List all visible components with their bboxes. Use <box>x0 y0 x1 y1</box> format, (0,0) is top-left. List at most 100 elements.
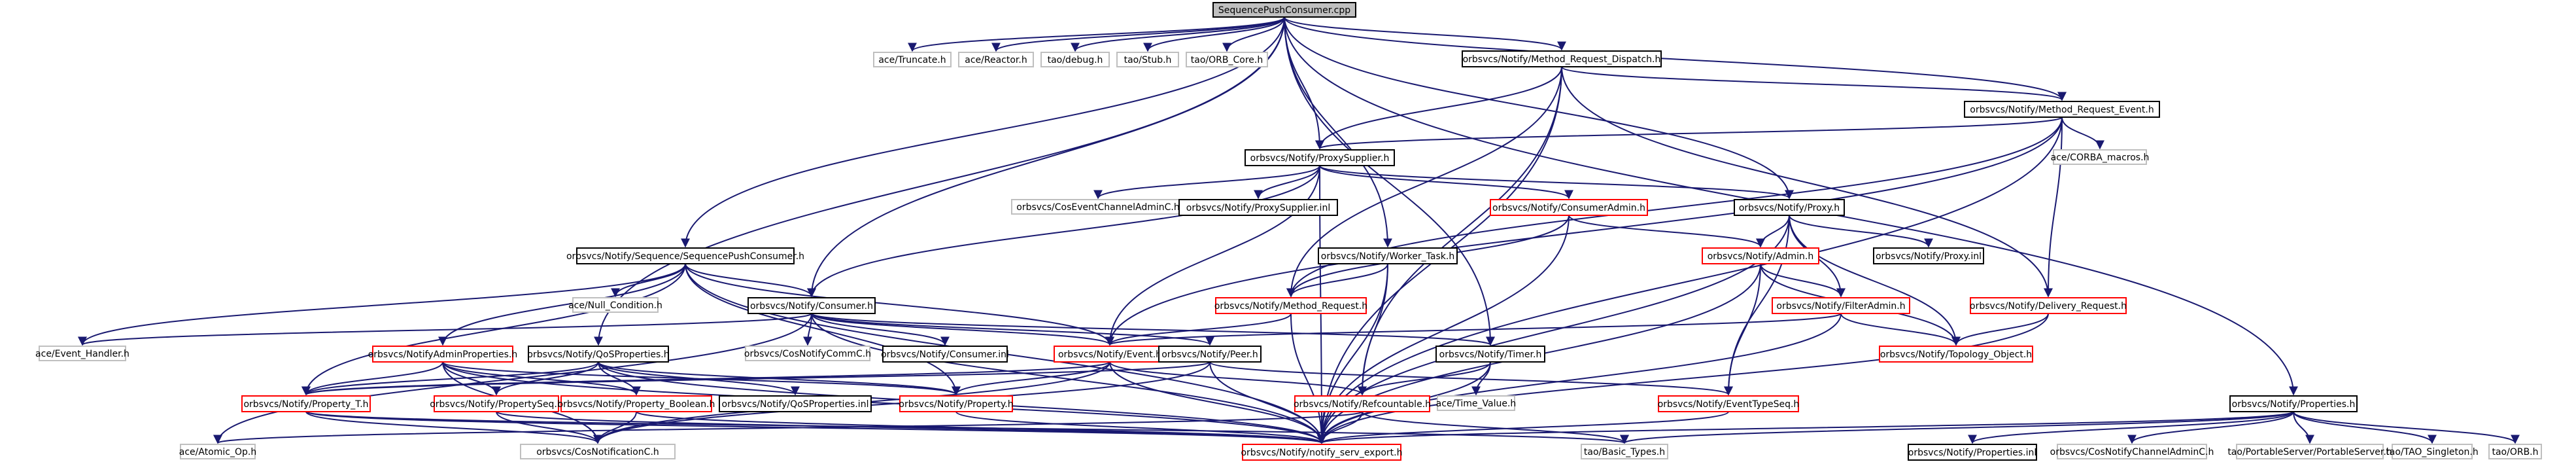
node-orbsvcs-notify-method-request-event-h[interactable]: orbsvcs/Notify/Method_Request_Event.h <box>1964 101 2160 118</box>
node-orbsvcs-notify-method-request-dispatch-h[interactable]: orbsvcs/Notify/Method_Request_Dispatch.h <box>1462 50 1662 67</box>
node-orbsvcs-notify-consumeradmin-h[interactable]: orbsvcs/Notify/ConsumerAdmin.h <box>1490 199 1648 216</box>
edge-propertyseq-to-servexport <box>496 411 1326 444</box>
node-orbsvcs-notify-eventtypeseq-h[interactable]: orbsvcs/Notify/EventTypeSeq.h <box>1658 395 1800 412</box>
node-orbsvcs-notify-proxy-inl[interactable]: orbsvcs/Notify/Proxy.inl <box>1873 247 1984 264</box>
edge-qosprops-to-propertyt <box>301 361 599 396</box>
node-orbsvcs-notify-proxysupplier-h[interactable]: orbsvcs/Notify/ProxySupplier.h <box>1245 149 1395 166</box>
node-label: orbsvcs/Notify/Method_Request_Dispatch.h <box>1463 54 1661 65</box>
node-ace-event-handler-h: ace/Event_Handler.h <box>35 346 129 361</box>
node-box <box>899 395 1013 412</box>
node-box <box>1462 50 1662 67</box>
node-label: tao/PortableServer/PortableServer.h <box>2227 447 2392 457</box>
node-orbsvcs-notify-properties-h[interactable]: orbsvcs/Notify/Properties.h <box>2229 395 2358 412</box>
edge-consumer-to-consumerinl <box>811 313 950 346</box>
node-label: ace/Event_Handler.h <box>35 349 129 359</box>
node-orbsvcs-notify-peer-h[interactable]: orbsvcs/Notify/Peer.h <box>1158 346 1262 363</box>
node-box <box>39 346 126 361</box>
edge-proxy-to-topologyobject <box>1789 215 1961 346</box>
edge-qosprops-to-propertyboolean <box>598 361 641 396</box>
edge-consumer-to-eventhandler <box>78 313 812 346</box>
node-orbsvcs-notify-consumer-h[interactable]: orbsvcs/Notify/Consumer.h <box>747 297 876 314</box>
node-ace-truncate-h: ace/Truncate.h <box>873 52 952 67</box>
edge-consumer-to-atomicop <box>213 313 812 444</box>
edge-seqpushconsumer-to-property <box>685 263 961 396</box>
node-label: orbsvcs/CosNotifyChannelAdminC.h <box>2050 447 2214 457</box>
edge-propertyboolean-to-cosnotification <box>593 411 637 444</box>
node-orbsvcs-notify-timer-h[interactable]: orbsvcs/Notify/Timer.h <box>1435 346 1545 363</box>
node-orbsvcs-coseventchanneladminc-h: orbsvcs/CosEventChannelAdminC.h <box>1011 199 1185 215</box>
edge-mrd-to-deliveryrequest <box>1561 66 2053 298</box>
node-orbsvcs-notify-filteradmin-h[interactable]: orbsvcs/Notify/FilterAdmin.h <box>1772 297 1910 314</box>
node-box <box>241 395 371 412</box>
node-orbsvcs-notify-consumer-inl[interactable]: orbsvcs/Notify/Consumer.inl <box>881 346 1009 363</box>
edge-proxysupplier-to-event <box>1105 165 1320 346</box>
node-orbsvcs-notify-notify-serv-export-h[interactable]: orbsvcs/Notify/notify_serv_export.h <box>1241 444 1403 461</box>
node-label: orbsvcs/Notify/Topology_Object.h <box>1880 349 2032 360</box>
node-box <box>1318 247 1458 264</box>
edge-mrd-to-mre <box>1561 66 2067 101</box>
node-box <box>1294 395 1430 412</box>
node-orbsvcs-notify-worker-task-h[interactable]: orbsvcs/Notify/Worker_Task.h <box>1318 247 1458 264</box>
node-label: orbsvcs/Notify/Proxy.inl <box>1876 251 1982 262</box>
node-orbsvcs-notifyadminproperties-h[interactable]: orbsvcs/NotifyAdminProperties.h <box>368 346 518 363</box>
node-orbsvcs-notify-event-h[interactable]: orbsvcs/Notify/Event.h <box>1054 346 1166 363</box>
node-box <box>1702 247 1819 264</box>
node-orbsvcs-notify-sequence-sequencepushconsumer-h[interactable]: orbsvcs/Notify/Sequence/SequencePushCons… <box>566 247 804 264</box>
node-box <box>719 395 872 412</box>
edge-root-to-proxysupplier <box>1284 16 1324 150</box>
node-sequencepushconsumer-cpp[interactable]: SequencePushConsumer.cpp <box>1212 2 1356 18</box>
node-box <box>2236 444 2384 459</box>
node-box <box>528 346 669 363</box>
edge-root-to-reactor <box>991 16 1285 52</box>
node-orbsvcs-notify-proxysupplier-inl[interactable]: orbsvcs/Notify/ProxySupplier.inl <box>1178 199 1338 216</box>
edge-peer-to-propertyt <box>301 361 1211 396</box>
edge-propertyseq-to-cosnotification <box>496 411 602 444</box>
node-box <box>1581 444 1668 459</box>
node-box <box>1212 2 1356 18</box>
node-box <box>1178 199 1338 216</box>
node-orbsvcs-notify-property-h[interactable]: orbsvcs/Notify/Property.h <box>899 395 1014 412</box>
edge-properties-to-cosnotifychanneladmin <box>2127 411 2294 444</box>
node-box <box>2488 444 2542 459</box>
node-ace-corba-macros-h: ace/CORBA_macros.h <box>2051 149 2149 165</box>
node-label: orbsvcs/Notify/QoSProperties.inl <box>722 399 869 410</box>
node-label: orbsvcs/Notify/Event.h <box>1058 349 1161 360</box>
edge-seqpushconsumer-to-adminprops <box>438 263 686 346</box>
edge-consumer-to-timer <box>811 313 1495 346</box>
node-orbsvcs-notify-properties-inl[interactable]: orbsvcs/Notify/Properties.inl <box>1908 444 2037 461</box>
node-label: orbsvcs/Notify/Admin.h <box>1708 251 1814 262</box>
node-orbsvcs-notify-delivery-request-h[interactable]: orbsvcs/Notify/Delivery_Request.h <box>1970 297 2127 314</box>
edge-mrd-to-proxysupplier <box>1315 66 1562 150</box>
edge-event-to-property <box>952 361 1110 396</box>
edge-admin-to-filteradmin <box>1760 263 1846 298</box>
edge-propertyboolean-to-servexport <box>636 411 1326 444</box>
edge-adminprops-to-propertyt <box>301 361 443 396</box>
node-label: orbsvcs/Notify/Property_Boolean.h <box>558 399 715 410</box>
node-orbsvcs-notify-property-boolean-h[interactable]: orbsvcs/Notify/Property_Boolean.h <box>558 395 715 412</box>
node-orbsvcs-notify-qosproperties-h[interactable]: orbsvcs/Notify/QoSProperties.h <box>527 346 670 363</box>
node-box <box>2392 444 2473 459</box>
edge-timer-to-refcountable <box>1358 361 1491 396</box>
node-label: orbsvcs/Notify/Delivery_Request.h <box>1970 301 2127 312</box>
node-box <box>745 346 870 361</box>
edge-mrd-to-refcountable <box>1358 66 1562 396</box>
node-orbsvcs-notify-refcountable-h[interactable]: orbsvcs/Notify/Refcountable.h <box>1294 395 1431 412</box>
node-box <box>434 395 559 412</box>
node-orbsvcs-notify-admin-h[interactable]: orbsvcs/Notify/Admin.h <box>1702 247 1819 264</box>
node-label: orbsvcs/Notify/ProxySupplier.h <box>1250 153 1390 164</box>
node-orbsvcs-notify-topology-object-h[interactable]: orbsvcs/Notify/Topology_Object.h <box>1879 346 2033 363</box>
node-orbsvcs-cosnotifychanneladminc-h: orbsvcs/CosNotifyChannelAdminC.h <box>2050 444 2214 459</box>
edge-event-to-refcountable <box>1109 361 1367 396</box>
node-label: orbsvcs/Notify/PropertySeq.h <box>430 399 563 410</box>
edge-qosprops-to-propertyseq <box>492 361 599 396</box>
node-orbsvcs-notify-propertyseq-h[interactable]: orbsvcs/Notify/PropertySeq.h <box>430 395 563 412</box>
node-orbsvcs-notify-property-t-h[interactable]: orbsvcs/Notify/Property_T.h <box>241 395 371 412</box>
edge-mre-to-deliveryrequest <box>2044 116 2063 298</box>
node-box <box>1215 297 1367 314</box>
edge-refcountable-to-basictypes <box>1362 411 1629 444</box>
edge-properties-to-portableserver <box>2293 411 2314 444</box>
node-label: orbsvcs/Notify/Method_Request.h <box>1214 301 1367 312</box>
node-orbsvcs-notify-qosproperties-inl[interactable]: orbsvcs/Notify/QoSProperties.inl <box>719 395 872 412</box>
node-orbsvcs-notify-proxy-h[interactable]: orbsvcs/Notify/Proxy.h <box>1734 199 1845 216</box>
node-orbsvcs-notify-method-request-h[interactable]: orbsvcs/Notify/Method_Request.h <box>1214 297 1367 314</box>
